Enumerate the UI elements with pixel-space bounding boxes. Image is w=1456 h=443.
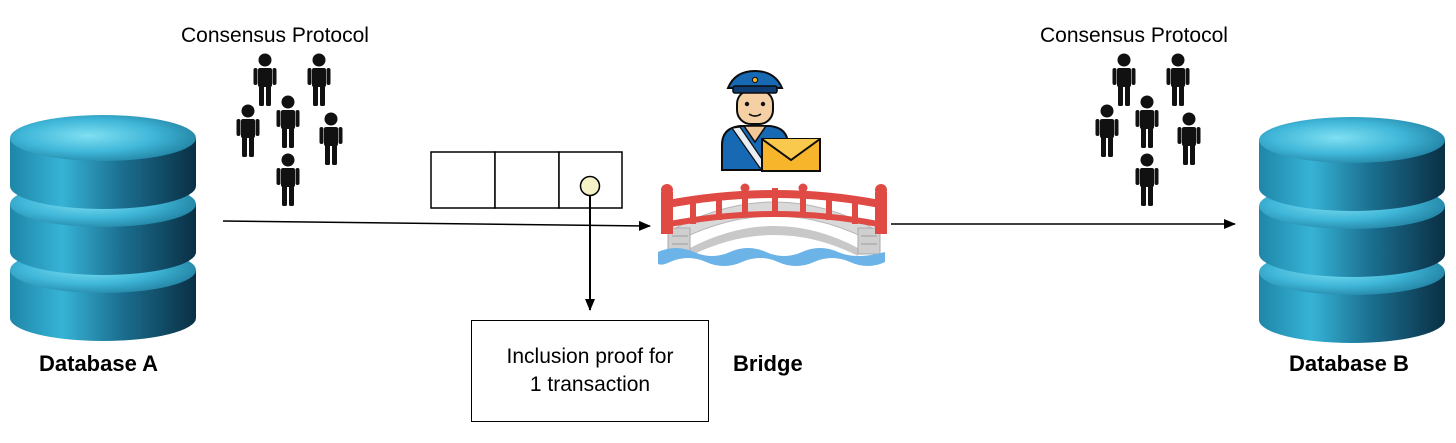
database-a-icon [10,115,196,341]
person-icon [1095,104,1119,157]
consensus-group-left [236,53,343,206]
consensus-protocol-right-label: Consensus Protocol [1040,24,1228,47]
consensus-group-right [1095,53,1201,206]
person-icon [276,153,300,206]
transaction-token-icon [579,175,601,197]
database-b-label: Database B [1289,351,1409,376]
person-icon [236,104,260,157]
person-icon [307,53,331,106]
person-icon [1166,53,1190,106]
person-icon [1112,53,1136,106]
person-icon [319,112,343,165]
arrow-a-to-bridge [222,220,651,231]
transaction-blocks [430,151,623,209]
bridge-label: Bridge [733,351,803,376]
bridge-icon [658,183,887,266]
database-a-label: Database A [39,351,159,376]
inclusion-proof-line-2: 1 transaction [529,373,651,396]
block-1 [430,151,496,209]
person-icon [1177,112,1201,165]
person-icon [253,53,277,106]
person-icon [1135,153,1159,206]
envelope-icon [761,138,821,172]
consensus-protocol-left-label: Consensus Protocol [181,24,369,47]
block-2 [494,151,560,209]
person-icon [276,95,300,148]
database-b-icon [1259,117,1445,343]
inclusion-proof-box: Inclusion proof for 1 transaction [471,320,709,422]
person-icon [1135,95,1159,148]
inclusion-proof-line-1: Inclusion proof for [506,345,674,368]
